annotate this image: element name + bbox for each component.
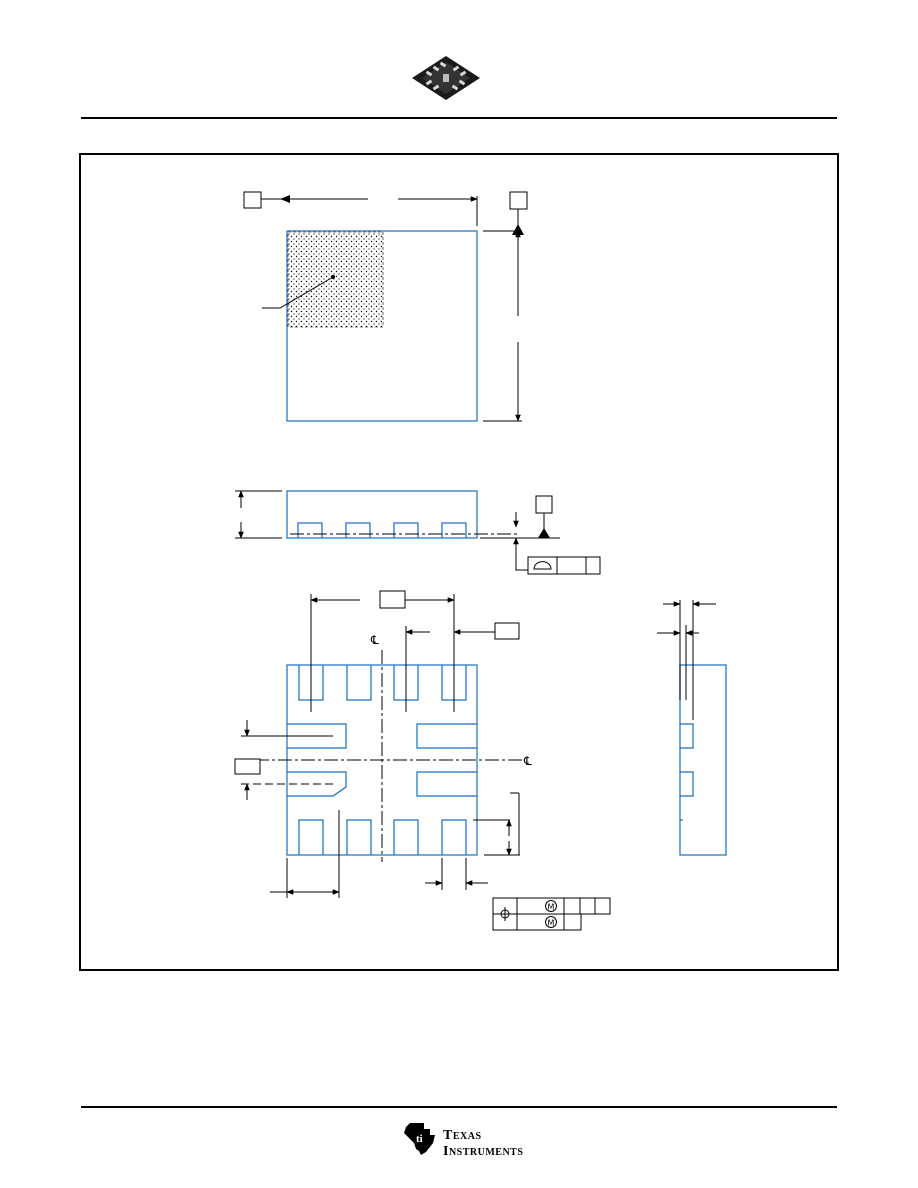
side-view [235, 490, 601, 575]
basic-dim-box-2 [494, 622, 520, 640]
datum-box-c [535, 495, 553, 514]
qfn-package-icon [412, 56, 480, 100]
package-body-top [286, 230, 478, 422]
svg-text:ti: ti [416, 1133, 423, 1145]
brand-line-1: Texas [443, 1128, 482, 1143]
datum-box-b [509, 191, 528, 210]
mmc-icon: M [545, 916, 557, 928]
top-view [243, 191, 528, 422]
svg-text:M: M [548, 903, 555, 912]
profile-tolerance-frame [527, 556, 601, 575]
profile-of-surface-icon [533, 561, 552, 570]
datum-box-a [243, 191, 262, 209]
basic-dim-box-1 [379, 590, 406, 609]
bottom-view: ℄ ℄ [234, 590, 611, 931]
pin1-index-area [287, 231, 384, 328]
brand-line-2: Instruments [443, 1144, 523, 1159]
svg-text:℄: ℄ [523, 754, 532, 768]
datum-box-d [234, 758, 261, 775]
position-tolerance-frame: M M [492, 897, 611, 931]
right-side-view [657, 600, 727, 856]
svg-text:℄: ℄ [370, 633, 379, 647]
ti-logo-icon: ti [404, 1123, 435, 1155]
true-position-icon [498, 907, 512, 921]
mmc-icon: M [545, 900, 557, 912]
svg-text:M: M [548, 919, 555, 928]
drawing-frame [79, 153, 839, 971]
package-body-right-side [679, 664, 727, 856]
package-body-side [286, 490, 478, 539]
